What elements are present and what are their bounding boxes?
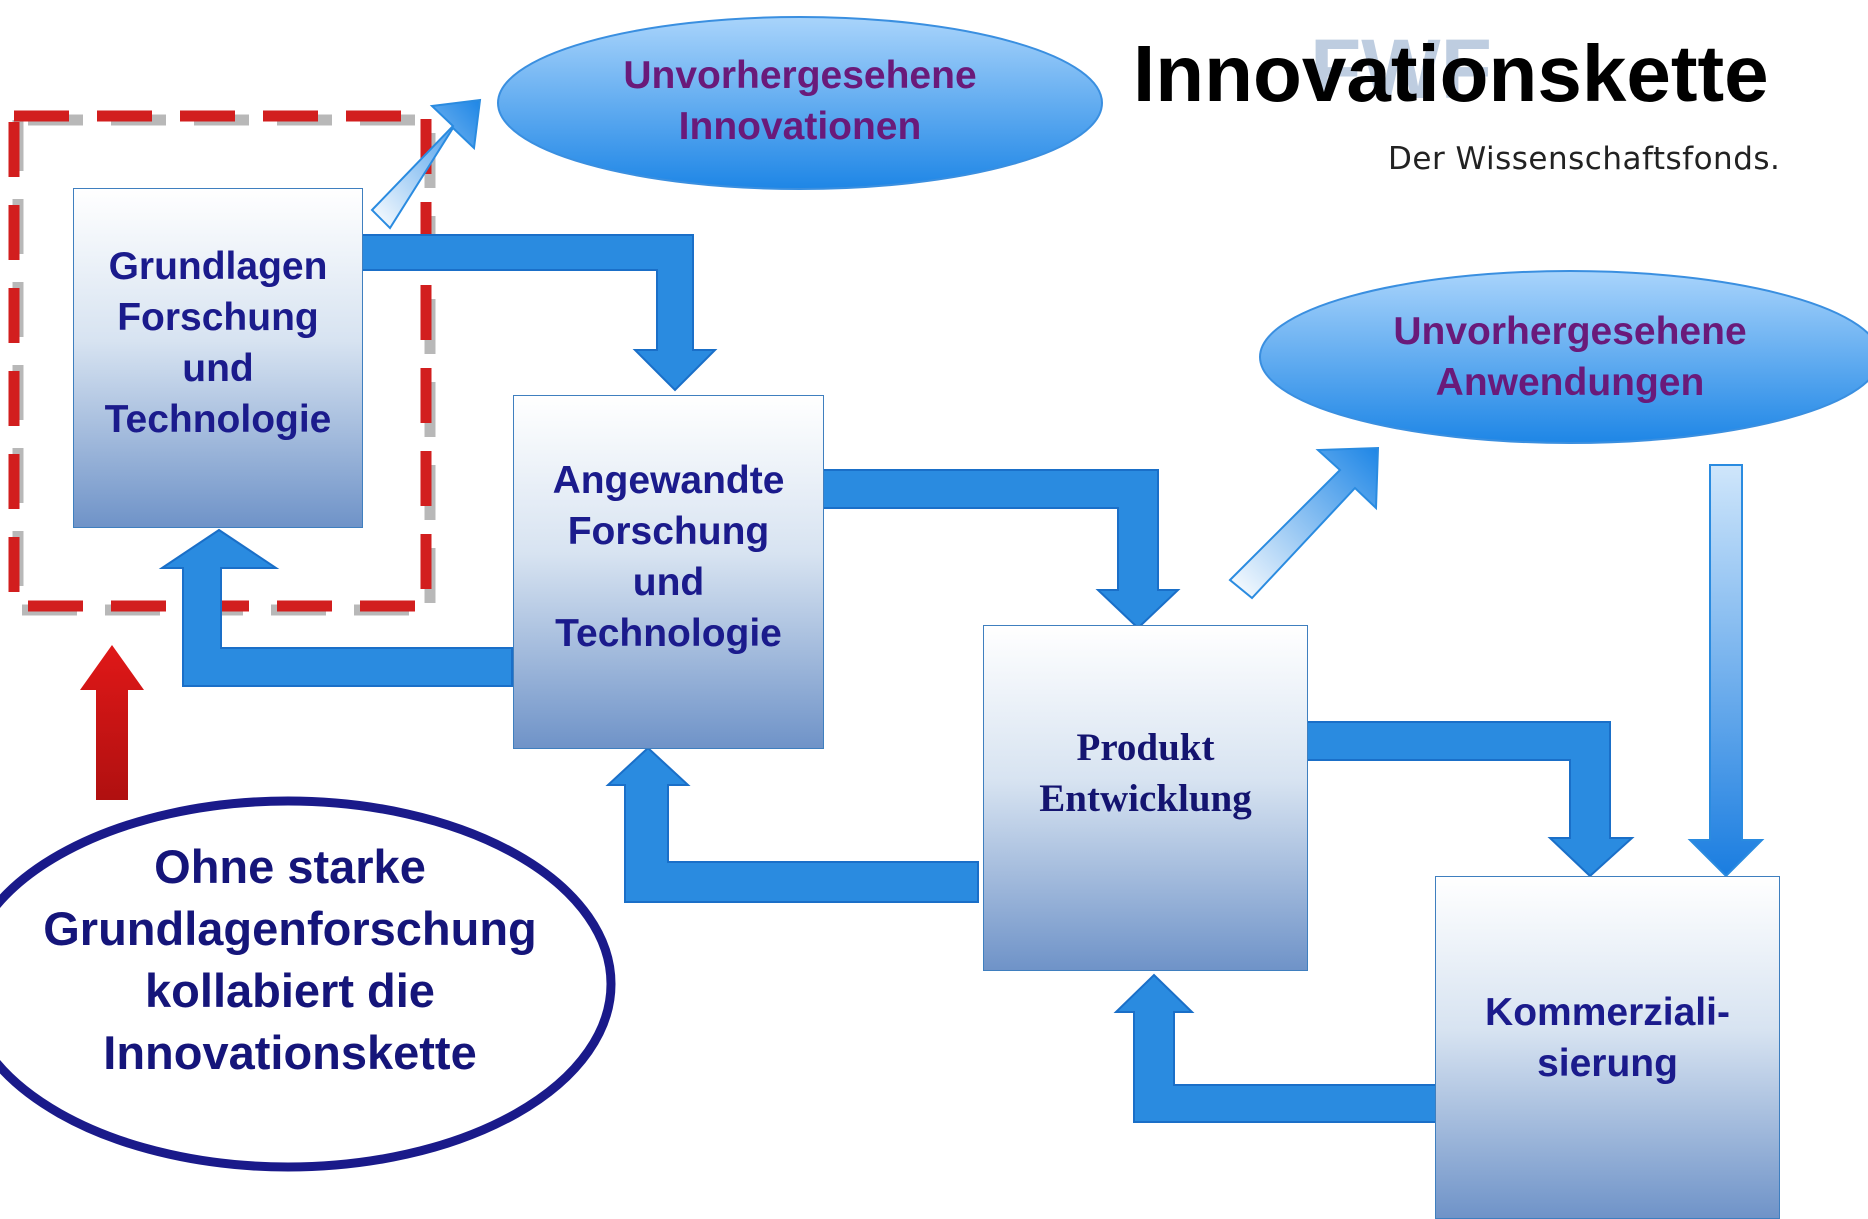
callout-ellipse [0, 796, 616, 1172]
box-commercialization: Kommerziali- sierung [1435, 876, 1780, 1219]
arrow-product-to-applied [605, 746, 979, 903]
arrow-applications-to-commercialization [1687, 464, 1765, 878]
ellipse-unforeseen-applications [1259, 270, 1868, 444]
arrow-applied-to-basic [158, 528, 513, 687]
arrow-basic-to-innovations [370, 98, 482, 230]
callout-text: Ohne starke Grundlagenforschung kollabie… [43, 840, 537, 1079]
logo-subtitle: Der Wissenschaftsfonds. [1388, 141, 1781, 177]
ellipse-unforeseen-innovations [497, 16, 1103, 190]
arrow-product-to-applications [1228, 446, 1380, 600]
red-up-arrow [80, 645, 144, 800]
box-applied-research-label: Angewandte Forschung und Technologie [552, 459, 785, 655]
fwf-logo-text: FWF [1310, 30, 1492, 110]
fwf-logo: FWF [1310, 30, 1492, 110]
applications-label: Unvorhergesehene Anwendungen [1393, 310, 1747, 404]
box-product-development: Produkt Entwicklung [983, 625, 1308, 971]
arrow-commercialization-to-product [1113, 973, 1437, 1123]
box-product-development-label: Produkt Entwicklung [1039, 726, 1252, 820]
arrow-product-to-commercialization [1306, 721, 1635, 878]
innovations-label: Unvorhergesehene Innovationen [623, 54, 977, 148]
box-commercialization-label: Kommerziali- sierung [1485, 990, 1730, 1085]
arrow-basic-to-applied [361, 234, 718, 392]
box-applied-research: Angewandte Forschung und Technologie [513, 395, 824, 749]
box-basic-research: Grundlagen Forschung und Technologie [73, 188, 363, 528]
arrow-applied-to-product [822, 469, 1181, 630]
box-basic-research-label: Grundlagen Forschung und Technologie [104, 245, 332, 441]
page-title: Innovationskette [1133, 29, 1769, 118]
